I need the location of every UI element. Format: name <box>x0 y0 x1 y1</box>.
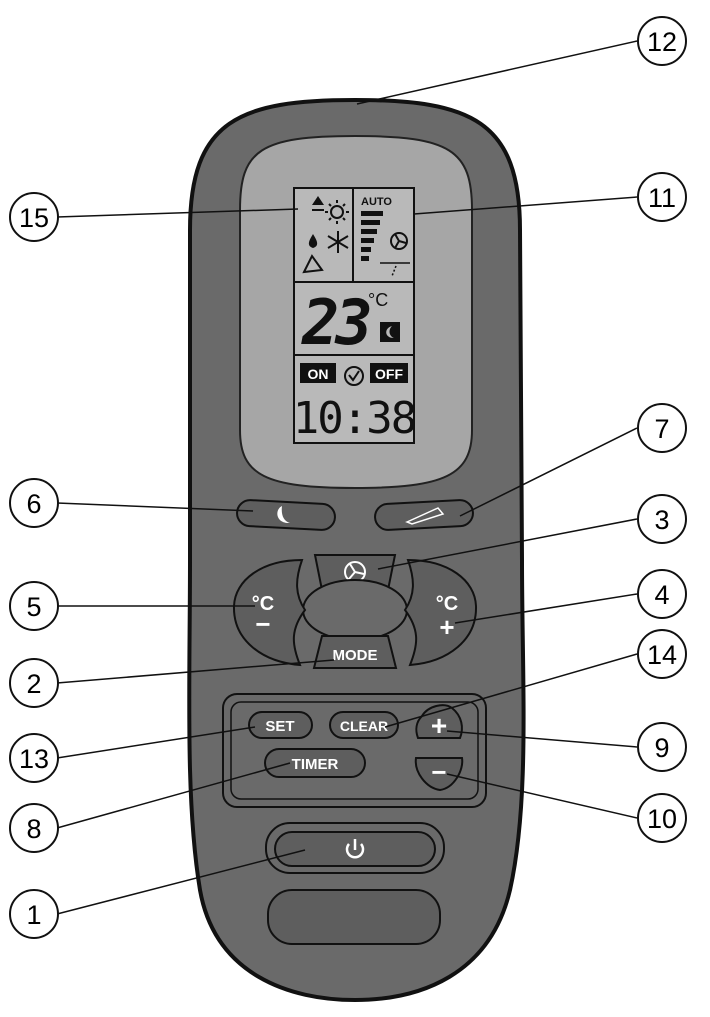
timer-on-box <box>300 363 336 383</box>
callout-12: 12 <box>637 16 687 66</box>
callout-4: 4 <box>637 569 687 619</box>
svg-text:7: 7 <box>654 414 669 444</box>
mode-button[interactable]: MODE <box>312 635 398 669</box>
callout-6: 6 <box>9 478 59 528</box>
temp-up-button[interactable]: °C + <box>403 558 478 667</box>
callout-10: 10 <box>637 793 687 843</box>
timer-down-button[interactable]: − <box>414 757 464 792</box>
callout-9: 9 <box>637 722 687 772</box>
callouts: 12 11 15 7 6 3 5 4 2 14 13 9 8 10 1 <box>9 16 687 939</box>
clear-button[interactable]: CLEAR <box>329 711 399 739</box>
clock-icon <box>344 366 364 386</box>
timer-button-label: TIMER <box>292 756 339 773</box>
heat-triangle-icon <box>312 196 324 211</box>
timer-off-label: OFF <box>375 366 403 382</box>
plus-sign: + <box>439 612 454 642</box>
mode-button-label: MODE <box>333 647 378 664</box>
svg-text:12: 12 <box>647 27 677 57</box>
callout-11: 11 <box>637 172 687 222</box>
callout-3: 3 <box>637 494 687 544</box>
svg-text:9: 9 <box>654 733 669 763</box>
callout-1: 1 <box>9 889 59 939</box>
snowflake-icon <box>327 231 349 253</box>
power-button[interactable] <box>274 831 436 867</box>
set-button-label: SET <box>265 718 294 735</box>
ir-window <box>267 889 441 945</box>
temp-down-button[interactable]: °C − <box>232 558 307 667</box>
minus-sign: − <box>255 609 270 639</box>
lcd-moon-icon <box>386 326 394 338</box>
callout-7: 7 <box>637 403 687 453</box>
clear-button-label: CLEAR <box>340 718 388 734</box>
timer-minus-sign: − <box>431 757 446 787</box>
svg-text:8: 8 <box>26 814 41 844</box>
timer-on-label: ON <box>308 366 329 382</box>
lcd-clock: 10:38 <box>293 393 415 444</box>
callout-5: 5 <box>9 581 59 631</box>
svg-text:4: 4 <box>654 580 669 610</box>
power-icon <box>345 839 365 859</box>
timer-panel-outer <box>222 693 487 808</box>
callout-2: 2 <box>9 658 59 708</box>
svg-text:1: 1 <box>26 900 41 930</box>
sleep-button[interactable] <box>236 499 336 531</box>
leader-lines <box>56 40 638 915</box>
fan-icon <box>390 232 408 250</box>
timer-panel-inner <box>230 701 479 800</box>
svg-text:10: 10 <box>647 804 677 834</box>
drop-icon <box>308 234 318 248</box>
svg-text:11: 11 <box>648 183 676 213</box>
svg-text:13: 13 <box>19 744 49 774</box>
svg-text:14: 14 <box>647 640 677 670</box>
temp-down-unit: °C <box>252 593 274 615</box>
svg-text:15: 15 <box>19 203 49 233</box>
swing-button-icon <box>405 507 445 525</box>
set-button[interactable]: SET <box>248 711 313 739</box>
timer-plus-sign: + <box>431 710 447 741</box>
svg-text:2: 2 <box>26 669 41 699</box>
mode-icons <box>302 196 349 274</box>
lcd-temp-unit: °C <box>368 290 388 310</box>
auto-label: AUTO <box>361 196 392 208</box>
lcd-display: AUTO 23 °C ON OFF 10:38 <box>293 187 417 444</box>
timer-up-button[interactable]: + <box>415 704 463 741</box>
swing-icon <box>380 262 410 277</box>
callout-13: 13 <box>9 733 59 783</box>
sun-icon <box>325 200 349 224</box>
svg-text:5: 5 <box>26 592 41 622</box>
power-button-frame <box>265 822 445 874</box>
moon-icon <box>277 506 290 524</box>
svg-text:6: 6 <box>26 489 41 519</box>
sleep-box <box>380 322 400 342</box>
center-pad <box>302 579 408 641</box>
fan-cycle-icon <box>302 254 324 274</box>
lcd-temperature: 23 <box>301 286 369 359</box>
callout-8: 8 <box>9 803 59 853</box>
timer-button[interactable]: TIMER <box>264 748 366 778</box>
fan-speed-bars <box>361 211 383 261</box>
temp-up-unit: °C <box>436 593 458 615</box>
callout-14: 14 <box>637 629 687 679</box>
timer-off-box <box>370 363 408 383</box>
swing-button[interactable] <box>374 499 474 531</box>
svg-text:3: 3 <box>654 505 669 535</box>
callout-15: 15 <box>9 192 59 242</box>
